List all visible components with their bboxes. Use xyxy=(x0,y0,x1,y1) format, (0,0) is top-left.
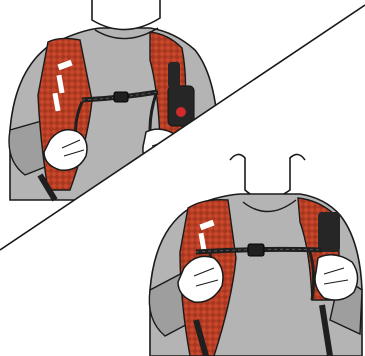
right-hand-bottom xyxy=(315,255,358,300)
battery-pack-bottom xyxy=(318,212,340,252)
battery-pack xyxy=(168,86,194,126)
battery-indicator xyxy=(176,107,186,117)
battery-clip xyxy=(168,62,180,88)
chest-strap-buckle-bottom xyxy=(248,244,264,256)
chest-strap-buckle xyxy=(114,92,128,102)
